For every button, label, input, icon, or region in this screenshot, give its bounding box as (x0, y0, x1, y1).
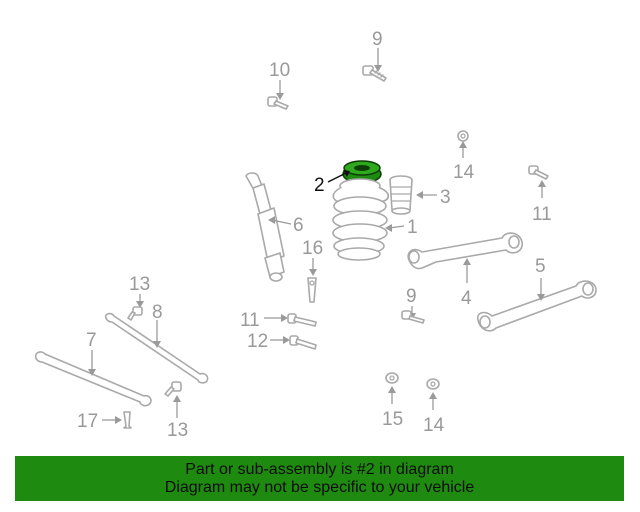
part-5-lower-arm[interactable] (476, 278, 597, 332)
callout-7: 7 (86, 330, 97, 351)
part-13-lower-bolt[interactable] (164, 381, 182, 418)
part-11-left-bolt[interactable] (264, 313, 317, 327)
callout-13-upper: 13 (129, 274, 150, 295)
part-14-top-nut[interactable] (457, 130, 469, 158)
banner-line-2: Diagram may not be specific to your vehi… (164, 478, 475, 496)
info-banner: Part or sub-assembly is #2 in diagram Di… (15, 456, 624, 501)
callout-9-lower: 9 (406, 286, 417, 307)
part-4-control-arm[interactable] (407, 232, 523, 283)
part-12-bolt[interactable] (270, 335, 317, 350)
callout-9-top: 9 (372, 29, 383, 50)
callout-15: 15 (382, 409, 403, 430)
callout-5: 5 (535, 256, 546, 277)
callout-12: 12 (247, 331, 268, 352)
part-2-spring-insulator[interactable] (327, 160, 382, 184)
callout-16: 16 (302, 238, 323, 259)
callout-11-left: 11 (240, 310, 260, 331)
callout-2: 2 (314, 175, 325, 196)
callout-17: 17 (77, 411, 98, 432)
banner-line-1: Part or sub-assembly is #2 in diagram (185, 460, 454, 478)
part-13-upper-bolt[interactable] (127, 294, 144, 321)
part-14-lower-nut[interactable] (426, 378, 440, 410)
part-11-right-bolt[interactable] (528, 165, 549, 198)
callout-8: 8 (152, 302, 163, 323)
callout-10: 10 (269, 60, 290, 81)
part-10-bolt[interactable] (267, 80, 289, 110)
part-8-track-bar[interactable] (104, 312, 209, 384)
part-16-clip[interactable] (307, 258, 317, 303)
part-3-jounce-bumper[interactable] (389, 175, 437, 215)
part-1-coil-spring[interactable] (332, 178, 405, 261)
part-9-lower-bolt[interactable] (401, 306, 425, 324)
callout-11-right: 11 (532, 204, 552, 225)
callout-4: 4 (461, 288, 472, 309)
callout-3: 3 (440, 187, 451, 208)
part-15-nut[interactable] (385, 372, 399, 404)
callout-1: 1 (407, 217, 418, 238)
part-9-top-bolt[interactable] (362, 48, 387, 82)
callout-6: 6 (293, 215, 304, 236)
callout-14-top: 14 (453, 162, 475, 183)
part-6-shock-absorber[interactable] (245, 172, 292, 282)
part-17-pin[interactable] (102, 411, 132, 429)
callout-14-lower: 14 (423, 415, 445, 436)
callout-13-lower: 13 (167, 420, 188, 441)
part-7-stabilizer-bar[interactable] (34, 350, 152, 407)
